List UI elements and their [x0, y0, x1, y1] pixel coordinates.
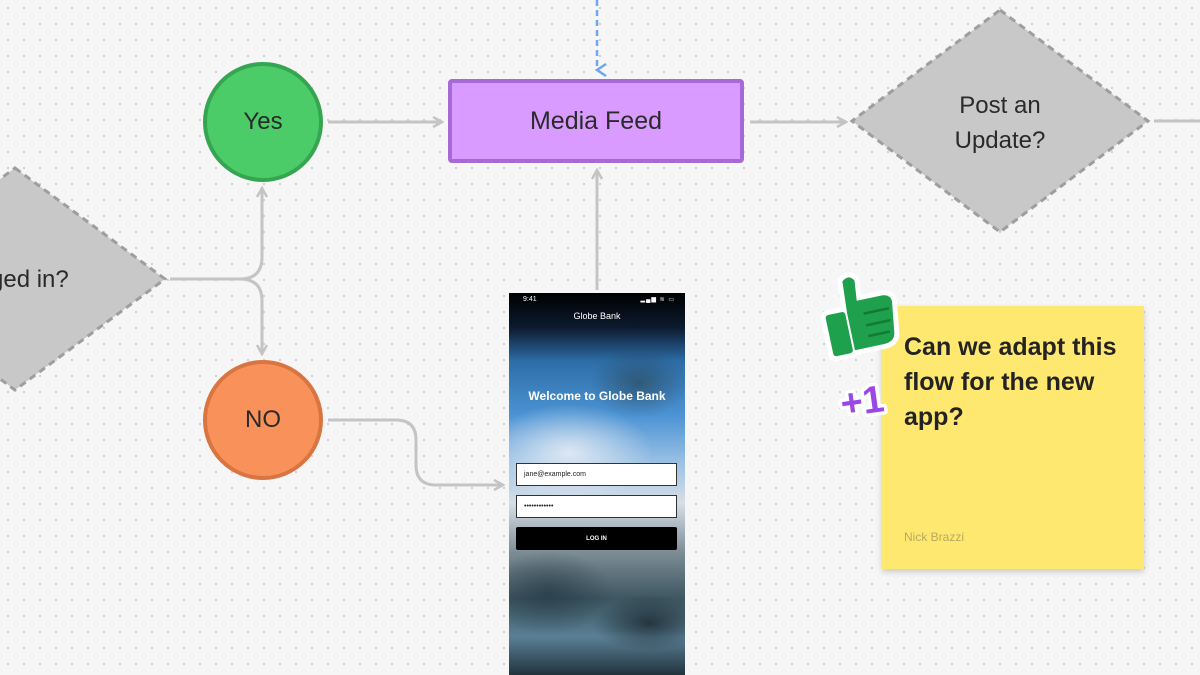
post-update-line1: Post an [959, 92, 1041, 119]
yes-label: Yes [243, 108, 283, 135]
plus-one-text: +1 [838, 378, 887, 424]
no-label: NO [245, 406, 281, 433]
connector-logged-to-no [170, 277, 262, 354]
post-update-diamond[interactable] [849, 8, 1151, 234]
logged-in-label: ged in? [0, 266, 69, 293]
no-node[interactable]: NO [203, 360, 323, 480]
plus-one-sticker[interactable]: +1 +1 [834, 372, 890, 424]
login-button[interactable]: LOG IN [516, 527, 677, 550]
media-feed-label: Media Feed [529, 106, 663, 135]
connector-no-to-phone [328, 418, 503, 485]
yes-node[interactable]: Yes [203, 62, 323, 182]
status-icons: ▂▄▆ ≋ ▭ [640, 297, 675, 303]
post-update-line2: Update? [954, 127, 1046, 154]
phone-app-title: Globe Bank [573, 311, 621, 321]
phone-login-mockup[interactable]: 9:41 ▂▄▆ ≋ ▭ Globe Bank Welcome to Globe… [509, 293, 685, 675]
phone-welcome-heading: Welcome to Globe Bank [528, 389, 666, 403]
status-time: 9:41 [523, 296, 537, 303]
logged-in-diamond[interactable] [0, 166, 168, 392]
media-feed-node[interactable]: Media Feed [448, 79, 744, 163]
email-field[interactable]: jane@example.com [516, 463, 677, 486]
sticky-note-text: Can we adapt this flow for the new app? [904, 333, 1117, 431]
plus-one-outline: +1 [838, 378, 887, 424]
connector-logged-to-yes [170, 188, 262, 281]
sticky-note-author: Nick Brazzi [904, 530, 965, 544]
password-field[interactable]: •••••••••••• [516, 495, 677, 518]
post-update-label: Post an Update? [915, 88, 1085, 158]
sticky-note[interactable]: Can we adapt this flow for the new app? … [882, 306, 1144, 569]
thumbs-up-icon[interactable] [820, 270, 904, 362]
